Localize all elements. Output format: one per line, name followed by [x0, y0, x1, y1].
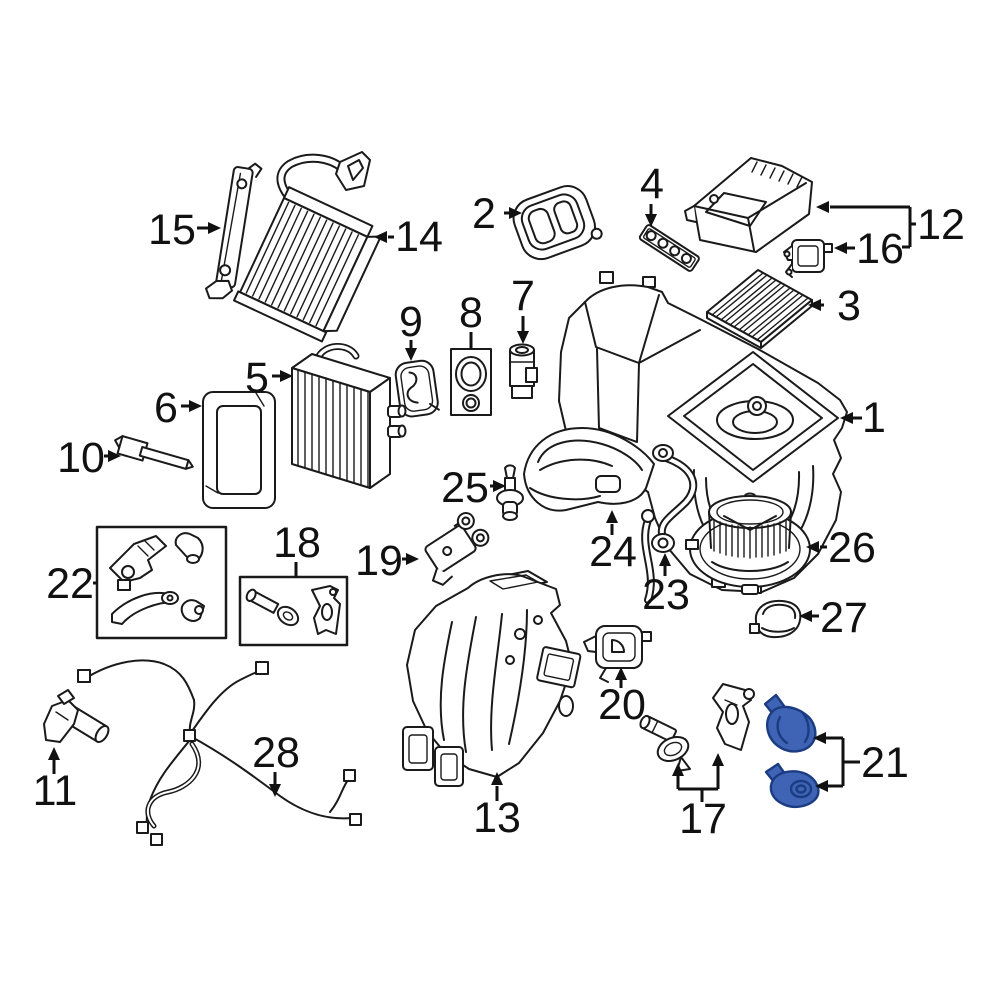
part-5-evaporator-core [291, 343, 407, 489]
leader-26 [806, 541, 827, 553]
part-23-drain-hose [651, 444, 698, 553]
part-21-sensor-upper[interactable] [763, 693, 817, 753]
leader-25 [490, 480, 506, 492]
callout-20[interactable]: 20 [598, 681, 646, 729]
callout-labels: 1 2 3 4 5 6 7 8 9 10 11 12 13 14 15 16 1… [33, 160, 965, 843]
callout-3[interactable]: 3 [837, 282, 861, 330]
part-6-seal-frame [202, 391, 276, 509]
callout-12[interactable]: 12 [917, 201, 965, 249]
leader-24 [606, 510, 618, 535]
callout-1[interactable]: 1 [862, 394, 886, 442]
part-17-sensor [639, 714, 691, 772]
callout-26[interactable]: 26 [828, 524, 876, 572]
part-19-mounting-bracket [424, 512, 490, 586]
leader-13 [491, 772, 503, 801]
part-22-lever-kit-box [95, 525, 228, 640]
leader-19 [402, 553, 419, 565]
leader-1 [840, 412, 862, 424]
part-13-distribution-housing [402, 570, 582, 787]
part-20-actuator [583, 625, 652, 683]
callout-23[interactable]: 23 [642, 571, 690, 619]
callout-14[interactable]: 14 [395, 213, 443, 261]
leader-23 [659, 553, 671, 576]
part-7-expansion-valve [509, 343, 538, 399]
part-10-bracket-clip [114, 435, 194, 470]
part-24-duct-panel [523, 427, 655, 512]
part-26-blower-motor [685, 492, 811, 595]
callout-17[interactable]: 17 [679, 795, 727, 843]
part-11-sensor [43, 689, 110, 744]
callout-11[interactable]: 11 [33, 767, 78, 815]
leader-9 [405, 340, 417, 361]
leader-28 [269, 772, 281, 797]
callout-22[interactable]: 22 [46, 560, 94, 608]
part-4-seal-strip [638, 224, 700, 272]
callout-8[interactable]: 8 [459, 289, 483, 337]
callout-25[interactable]: 25 [441, 464, 489, 512]
part-21-sensor-lower[interactable] [764, 762, 820, 808]
leader-21 [813, 732, 860, 792]
callout-4[interactable]: 4 [640, 160, 664, 208]
callout-21[interactable]: 21 [861, 739, 909, 787]
callout-13[interactable]: 13 [473, 794, 521, 842]
callout-16[interactable]: 16 [856, 225, 904, 273]
part-12-housing-cover [684, 157, 813, 253]
callout-27[interactable]: 27 [820, 594, 868, 642]
callout-15[interactable]: 15 [148, 206, 196, 254]
leader-17 [672, 753, 724, 802]
leader-27 [799, 610, 819, 622]
part-17-bracket [712, 683, 755, 751]
leader-14 [374, 231, 394, 243]
callout-9[interactable]: 9 [399, 298, 423, 346]
leader-7 [517, 316, 529, 344]
leader-6 [181, 400, 202, 412]
callout-5[interactable]: 5 [245, 354, 269, 402]
part-25-screw [496, 464, 524, 521]
part-28-wiring-harness [77, 659, 362, 846]
leader-5 [272, 370, 293, 382]
callout-7[interactable]: 7 [511, 272, 535, 320]
part-16-actuator [783, 239, 833, 278]
part-8-seal-kit [450, 348, 492, 416]
leader-2 [504, 207, 522, 219]
part-14-heater-core [233, 151, 382, 343]
callout-2[interactable]: 2 [472, 190, 496, 238]
leader-12 [816, 201, 916, 249]
leader-10 [104, 450, 121, 462]
leader-4 [645, 204, 657, 227]
leader-15 [197, 222, 221, 234]
part-9-grommet [394, 359, 440, 418]
callout-28[interactable]: 28 [252, 729, 300, 777]
callout-10[interactable]: 10 [57, 434, 105, 482]
leader-11 [48, 747, 60, 774]
part-15-mounting-bracket [204, 162, 263, 300]
callout-18[interactable]: 18 [273, 519, 321, 567]
callout-19[interactable]: 19 [355, 537, 403, 585]
part-2-inlet-seal [512, 185, 603, 261]
leader-16 [834, 242, 855, 254]
callout-24[interactable]: 24 [589, 528, 637, 576]
leader-3 [808, 299, 824, 311]
callout-leader-lines [48, 201, 916, 802]
callout-6[interactable]: 6 [154, 384, 178, 432]
leader-20 [615, 667, 627, 688]
part-18-hardware-kit-box [238, 575, 349, 647]
part-27-cover-scoop [749, 599, 802, 639]
